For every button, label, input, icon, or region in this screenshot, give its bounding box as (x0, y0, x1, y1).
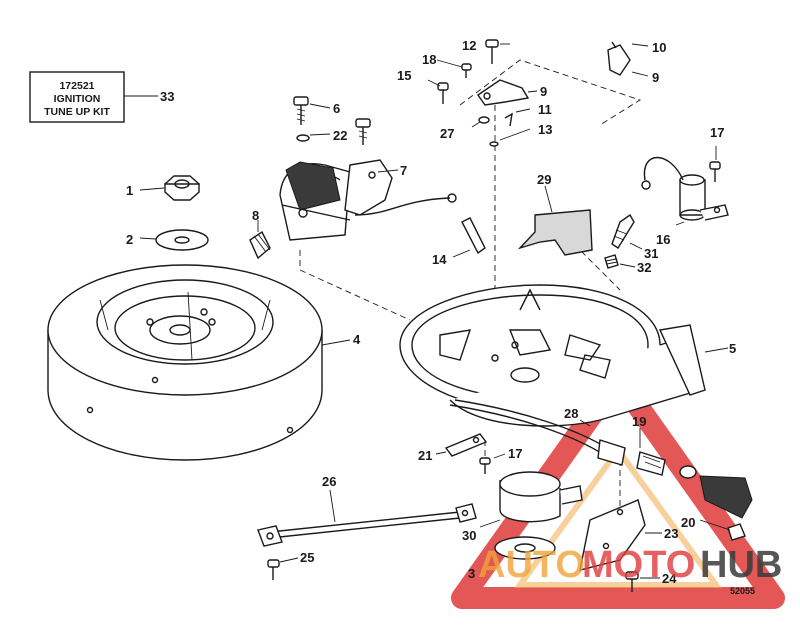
part-screw-spring (604, 213, 643, 269)
part-throttle-link (449, 399, 753, 541)
callout-17a: 17 (710, 125, 724, 140)
callout-6: 6 (333, 101, 340, 116)
callout-27: 27 (440, 126, 454, 141)
part-spark-plug-boot (249, 220, 271, 260)
callout-9a: 9 (540, 84, 547, 99)
callout-29: 29 (537, 172, 551, 187)
watermark-text: AUTO MOTO HUB (478, 544, 782, 586)
part-screw-24 (625, 571, 660, 592)
part-link-lower (435, 433, 506, 474)
callout-31: 31 (644, 246, 658, 261)
callout-20: 20 (681, 515, 695, 530)
callout-19: 19 (632, 414, 646, 429)
drawing-code: 52055 (730, 586, 755, 596)
part-nut (139, 175, 201, 201)
part-condenser (641, 146, 729, 226)
callout-labels: 1 2 3 4 5 6 7 8 9 9 10 11 12 13 14 15 16… (126, 38, 755, 596)
callout-5: 5 (729, 341, 736, 356)
kit-title: IGNITION (54, 93, 101, 105)
callout-9b: 9 (652, 70, 659, 85)
callout-13: 13 (538, 122, 552, 137)
callout-7: 7 (400, 163, 407, 178)
callout-16: 16 (656, 232, 670, 247)
callout-4: 4 (353, 332, 361, 347)
callout-10: 10 (652, 40, 666, 55)
watermark-hub: HUB (700, 544, 782, 586)
part-clamp (479, 471, 583, 528)
part-washer-lower (494, 536, 556, 560)
part-breaker-points (427, 39, 649, 147)
part-spacer (452, 217, 486, 258)
callout-24: 24 (662, 571, 677, 586)
callout-12: 12 (462, 38, 476, 53)
callout-1: 1 (126, 183, 133, 198)
callout-25: 25 (300, 550, 314, 565)
watermark-moto: MOTO (582, 544, 695, 586)
part-plate (579, 499, 662, 571)
tune-up-kit-box: 172521 IGNITION TUNE UP KIT (29, 71, 158, 123)
part-stator-plate (399, 284, 729, 427)
callout-22: 22 (333, 128, 347, 143)
kit-subtitle: TUNE UP KIT (44, 106, 110, 118)
callout-30: 30 (462, 528, 476, 543)
callout-3: 3 (468, 566, 475, 581)
watermark-auto: AUTO (478, 544, 585, 586)
part-washer (139, 229, 209, 251)
callout-33: 33 (160, 89, 174, 104)
callout-32: 32 (637, 260, 651, 275)
part-ignition-coil (279, 159, 457, 241)
part-screws (293, 96, 371, 145)
callout-14: 14 (432, 252, 447, 267)
callout-8: 8 (252, 208, 259, 223)
callout-26: 26 (322, 474, 336, 489)
kit-number: 172521 (59, 80, 94, 92)
callout-21: 21 (418, 448, 432, 463)
callout-17b: 17 (508, 446, 522, 461)
part-felt-wick (517, 185, 593, 256)
callout-23: 23 (664, 526, 678, 541)
callout-18: 18 (422, 52, 436, 67)
part-flywheel (47, 264, 351, 461)
callout-11: 11 (538, 102, 552, 117)
part-ground-strap (257, 489, 477, 580)
callout-2: 2 (126, 232, 133, 247)
callout-28: 28 (564, 406, 578, 421)
callout-15: 15 (397, 68, 411, 83)
